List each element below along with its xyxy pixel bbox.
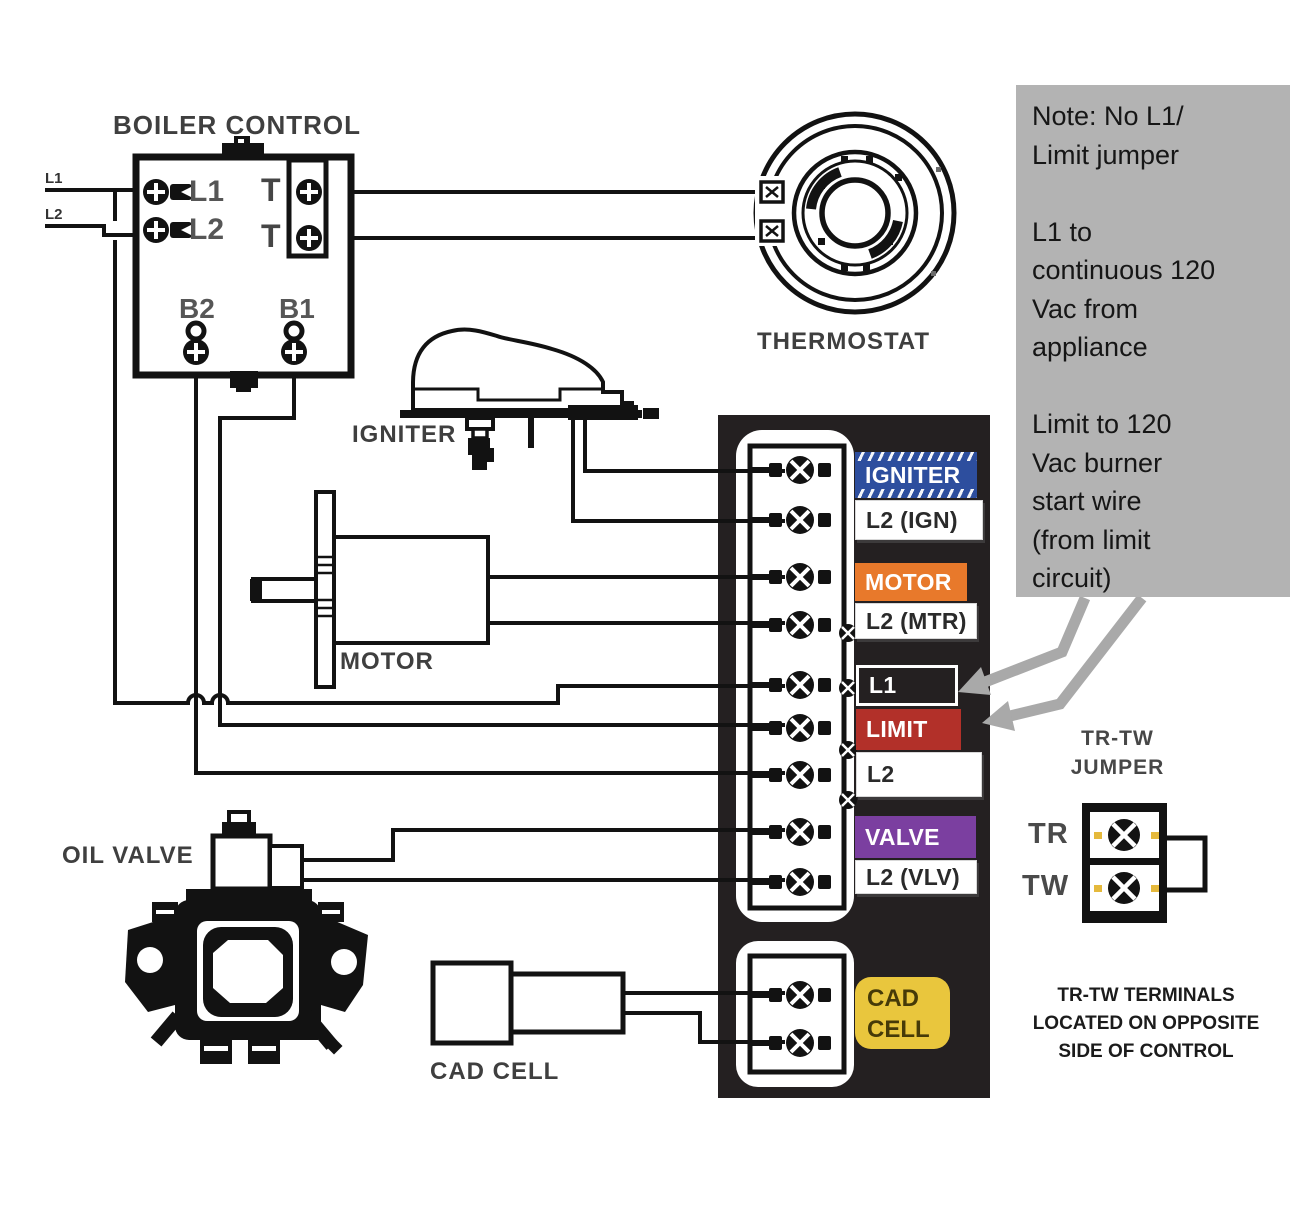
igniter-label: IGNITER	[352, 421, 457, 448]
terminal-screw-l2	[141, 215, 193, 245]
terminal-screw-t-lower	[294, 223, 324, 253]
tr-tw-note: TR-TW TERMINALS LOCATED ON OPPOSITE SIDE…	[1032, 985, 1260, 1062]
boiler-terminal-label-l1: L1	[189, 175, 225, 208]
panel-label-l2-vlv: L2 (VLV)	[855, 860, 977, 894]
input-label-l1: L1	[45, 170, 63, 187]
wire-igniter-1	[583, 417, 785, 473]
panel-label-valve: VALVE	[855, 816, 976, 858]
panel-label-motor: MOTOR	[855, 563, 967, 601]
cad-cell-drawing	[430, 960, 626, 1046]
arrow-to-l1	[958, 667, 991, 695]
wire-l1-to-panel	[113, 190, 785, 705]
motor-label: MOTOR	[340, 648, 434, 675]
tw-terminal-label: TW	[1022, 870, 1070, 902]
igniter-hatch-top	[855, 452, 977, 461]
tr-tw-jumper-block	[1082, 803, 1208, 923]
wire-cad-2	[623, 1011, 785, 1044]
terminal-screw-b1	[279, 320, 309, 367]
tr-tw-jumper-title: TR-TW JUMPER	[1070, 727, 1165, 779]
panel-label-igniter: IGNITER	[855, 452, 977, 498]
panel-label-cad-cell: CAD CELL	[855, 977, 950, 1049]
panel-label-l2: L2	[856, 752, 982, 797]
note-arrows	[958, 594, 1147, 731]
boiler-control-title: BOILER CONTROL	[113, 110, 361, 140]
boiler-terminal-label-b1: B1	[279, 293, 315, 324]
terminal-screw-b2	[181, 320, 211, 367]
igniter-electrode	[465, 416, 495, 470]
boiler-terminal-label-t-lower: T	[261, 218, 281, 254]
wire-l2-input	[45, 224, 145, 237]
igniter-drawing	[400, 327, 659, 470]
oil-valve-drawing	[125, 810, 368, 1064]
boiler-control-box	[132, 136, 355, 392]
boiler-terminal-label-b2: B2	[179, 293, 215, 324]
wire-valve-1	[300, 828, 785, 862]
igniter-hatch-bottom	[855, 489, 977, 498]
motor-drawing	[250, 490, 490, 689]
thermostat-dial	[753, 111, 957, 315]
boiler-terminal-label-t-upper: T	[261, 172, 281, 208]
wire-b1-to-limit	[218, 358, 785, 727]
input-label-l2: L2	[45, 206, 63, 223]
panel-label-l2-ign: L2 (IGN)	[855, 500, 983, 540]
terminal-screw-t-upper	[294, 177, 324, 207]
thermostat-terminals	[759, 180, 785, 243]
cad-cell-label: CAD CELL	[430, 1058, 560, 1085]
wire-igniter-2	[571, 417, 785, 523]
boiler-terminal-label-l2: L2	[189, 213, 225, 246]
panel-label-limit: LIMIT	[856, 709, 961, 750]
wire-b2-to-l2	[194, 358, 785, 775]
oil-valve-label: OIL VALVE	[62, 842, 194, 869]
note-box: Note: No L1/ Limit jumper L1 to continuo…	[1016, 85, 1290, 597]
panel-label-igniter-text: IGNITER	[865, 461, 961, 488]
panel-label-l2-mtr: L2 (MTR)	[855, 603, 977, 639]
arrow-to-limit	[982, 701, 1015, 731]
tw-screw	[1094, 872, 1159, 904]
panel-label-l1: L1	[856, 665, 958, 706]
tr-screw	[1094, 819, 1159, 851]
wires	[45, 188, 785, 1044]
thermostat-label: THERMOSTAT	[757, 328, 931, 355]
tr-terminal-label: TR	[1028, 818, 1069, 850]
terminal-screw-l1	[141, 177, 193, 207]
